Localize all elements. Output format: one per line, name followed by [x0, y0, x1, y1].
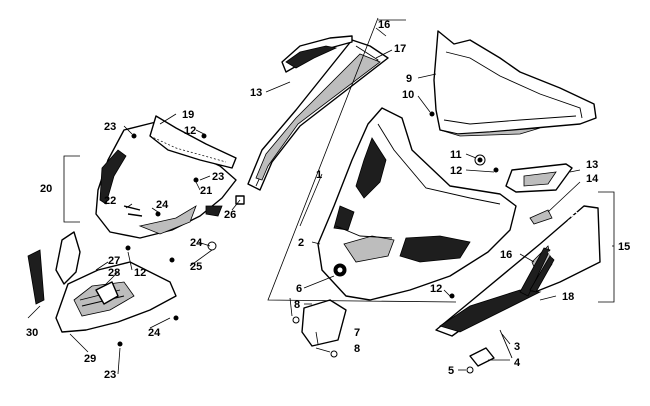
callout-23a: 23 [104, 121, 116, 133]
callout-13b: 13 [586, 159, 598, 171]
callout-18: 18 [562, 291, 574, 303]
callout-26: 26 [224, 209, 236, 221]
hood [317, 107, 517, 301]
callout-30: 30 [26, 327, 38, 339]
callout-16b: 16 [500, 249, 512, 261]
leader-lines [27, 17, 615, 375]
callout-28: 28 [108, 267, 120, 279]
callout-13a: 13 [250, 87, 262, 99]
callout-27: 27 [108, 255, 120, 267]
callout-21: 21 [200, 185, 212, 197]
callout-14: 14 [586, 173, 599, 185]
callout-24a: 24 [156, 199, 169, 211]
callout-labels: 1 2 3 4 5 6 7 8 8 9 10 11 12 12 12 12 13… [26, 19, 630, 381]
callout-12d: 12 [134, 267, 146, 279]
callout-11: 11 [450, 149, 462, 161]
front-bumper [95, 115, 237, 239]
callout-16a: 16 [378, 19, 390, 31]
callout-6: 6 [296, 283, 302, 295]
callout-8a: 8 [294, 299, 300, 311]
callout-23b: 23 [212, 171, 224, 183]
visor-trim [247, 39, 389, 191]
belly-pan [27, 231, 177, 333]
callout-2: 2 [298, 237, 304, 249]
hardware [117, 111, 553, 374]
callout-29: 29 [84, 353, 96, 365]
callout-12b: 12 [430, 283, 442, 295]
callout-10: 10 [402, 89, 414, 101]
callout-25: 25 [190, 261, 202, 273]
callout-12c: 12 [184, 125, 196, 137]
callout-15: 15 [618, 241, 630, 253]
windshield [433, 30, 597, 137]
callout-7: 7 [354, 327, 360, 339]
callout-19: 19 [182, 109, 194, 121]
callout-8b: 8 [354, 343, 360, 355]
callout-20: 20 [40, 183, 52, 195]
callout-22: 22 [104, 195, 116, 207]
callout-17: 17 [394, 43, 406, 55]
callout-24c: 24 [148, 327, 161, 339]
callout-9: 9 [406, 73, 412, 85]
callout-1: 1 [316, 169, 322, 181]
callout-3: 3 [514, 341, 520, 353]
callout-12a: 12 [450, 165, 462, 177]
callout-24b: 24 [190, 237, 203, 249]
side-vent [505, 163, 573, 193]
callout-5: 5 [448, 365, 454, 377]
visor-bracket [281, 35, 353, 73]
callout-4: 4 [514, 357, 521, 369]
callout-23c: 23 [104, 369, 116, 381]
